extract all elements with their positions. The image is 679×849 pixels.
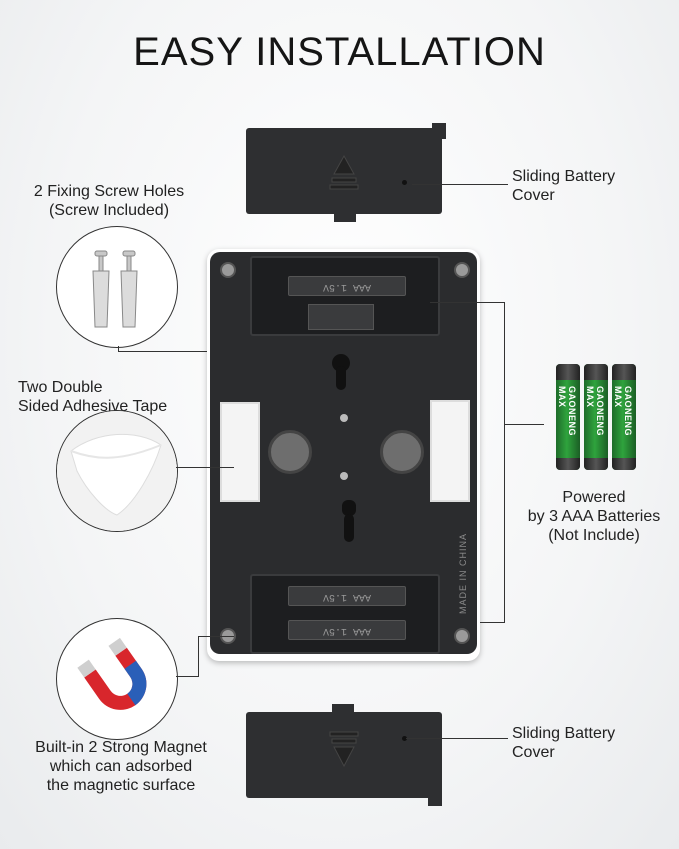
bottom-cover-label: Sliding Battery Cover: [512, 725, 616, 761]
top-battery-bay: AAA 1.5V: [250, 256, 440, 336]
device-back-panel: AAA 1.5V MADE IN CHINA AAA 1.5V AAA 1.5V: [207, 249, 480, 661]
keyhole-icon: [342, 500, 356, 542]
slide-arrow-icon: [329, 154, 359, 190]
slide-arrow-icon: [329, 731, 359, 768]
aaa-battery: GAONENG MAX: [584, 364, 608, 470]
screws-detail-circle: [56, 226, 178, 348]
page-title: EASY INSTALLATION: [133, 30, 546, 74]
batteries-label: Powered by 3 AAA Batteries (Not Include): [527, 489, 661, 544]
battery-slot-marking: AAA 1.5V: [288, 620, 406, 640]
screw-holes-label: 2 Fixing Screw Holes (Screw Included): [33, 183, 185, 219]
bottom-battery-cover: [246, 704, 442, 806]
aaa-battery: GAONENG MAX: [556, 364, 580, 470]
magnet-label: Built-in 2 Strong Magnet which can adsor…: [35, 739, 207, 794]
tape-detail-circle: [56, 410, 178, 532]
battery-slot-marking: AAA 1.5V: [288, 586, 406, 606]
top-cover-label: Sliding Battery Cover: [512, 168, 616, 204]
made-in-label: MADE IN CHINA: [458, 532, 468, 614]
battery-slot-marking: AAA 1.5V: [288, 276, 406, 296]
aaa-batteries: GAONENG MAX GAONENG MAX GAONENG MAX: [556, 364, 638, 472]
adhesive-tape-pad: [220, 402, 260, 502]
magnet-hole: [268, 430, 312, 474]
top-battery-cover: [246, 123, 446, 222]
corner-screw: [220, 262, 236, 278]
adhesive-label: Two Double Sided Adhesive Tape: [18, 379, 168, 415]
screws-icon: [92, 250, 138, 328]
keyhole-icon: [332, 354, 350, 390]
corner-screw: [454, 262, 470, 278]
corner-screw: [454, 628, 470, 644]
aaa-battery: GAONENG MAX: [612, 364, 636, 470]
magnet-icon: [77, 637, 147, 710]
magnet-hole: [380, 430, 424, 474]
adhesive-tape-pad: [430, 400, 470, 502]
bottom-battery-bay: AAA 1.5V AAA 1.5V: [250, 574, 440, 654]
magnet-detail-circle: [56, 618, 178, 740]
adhesive-tape-icon: [57, 411, 177, 531]
